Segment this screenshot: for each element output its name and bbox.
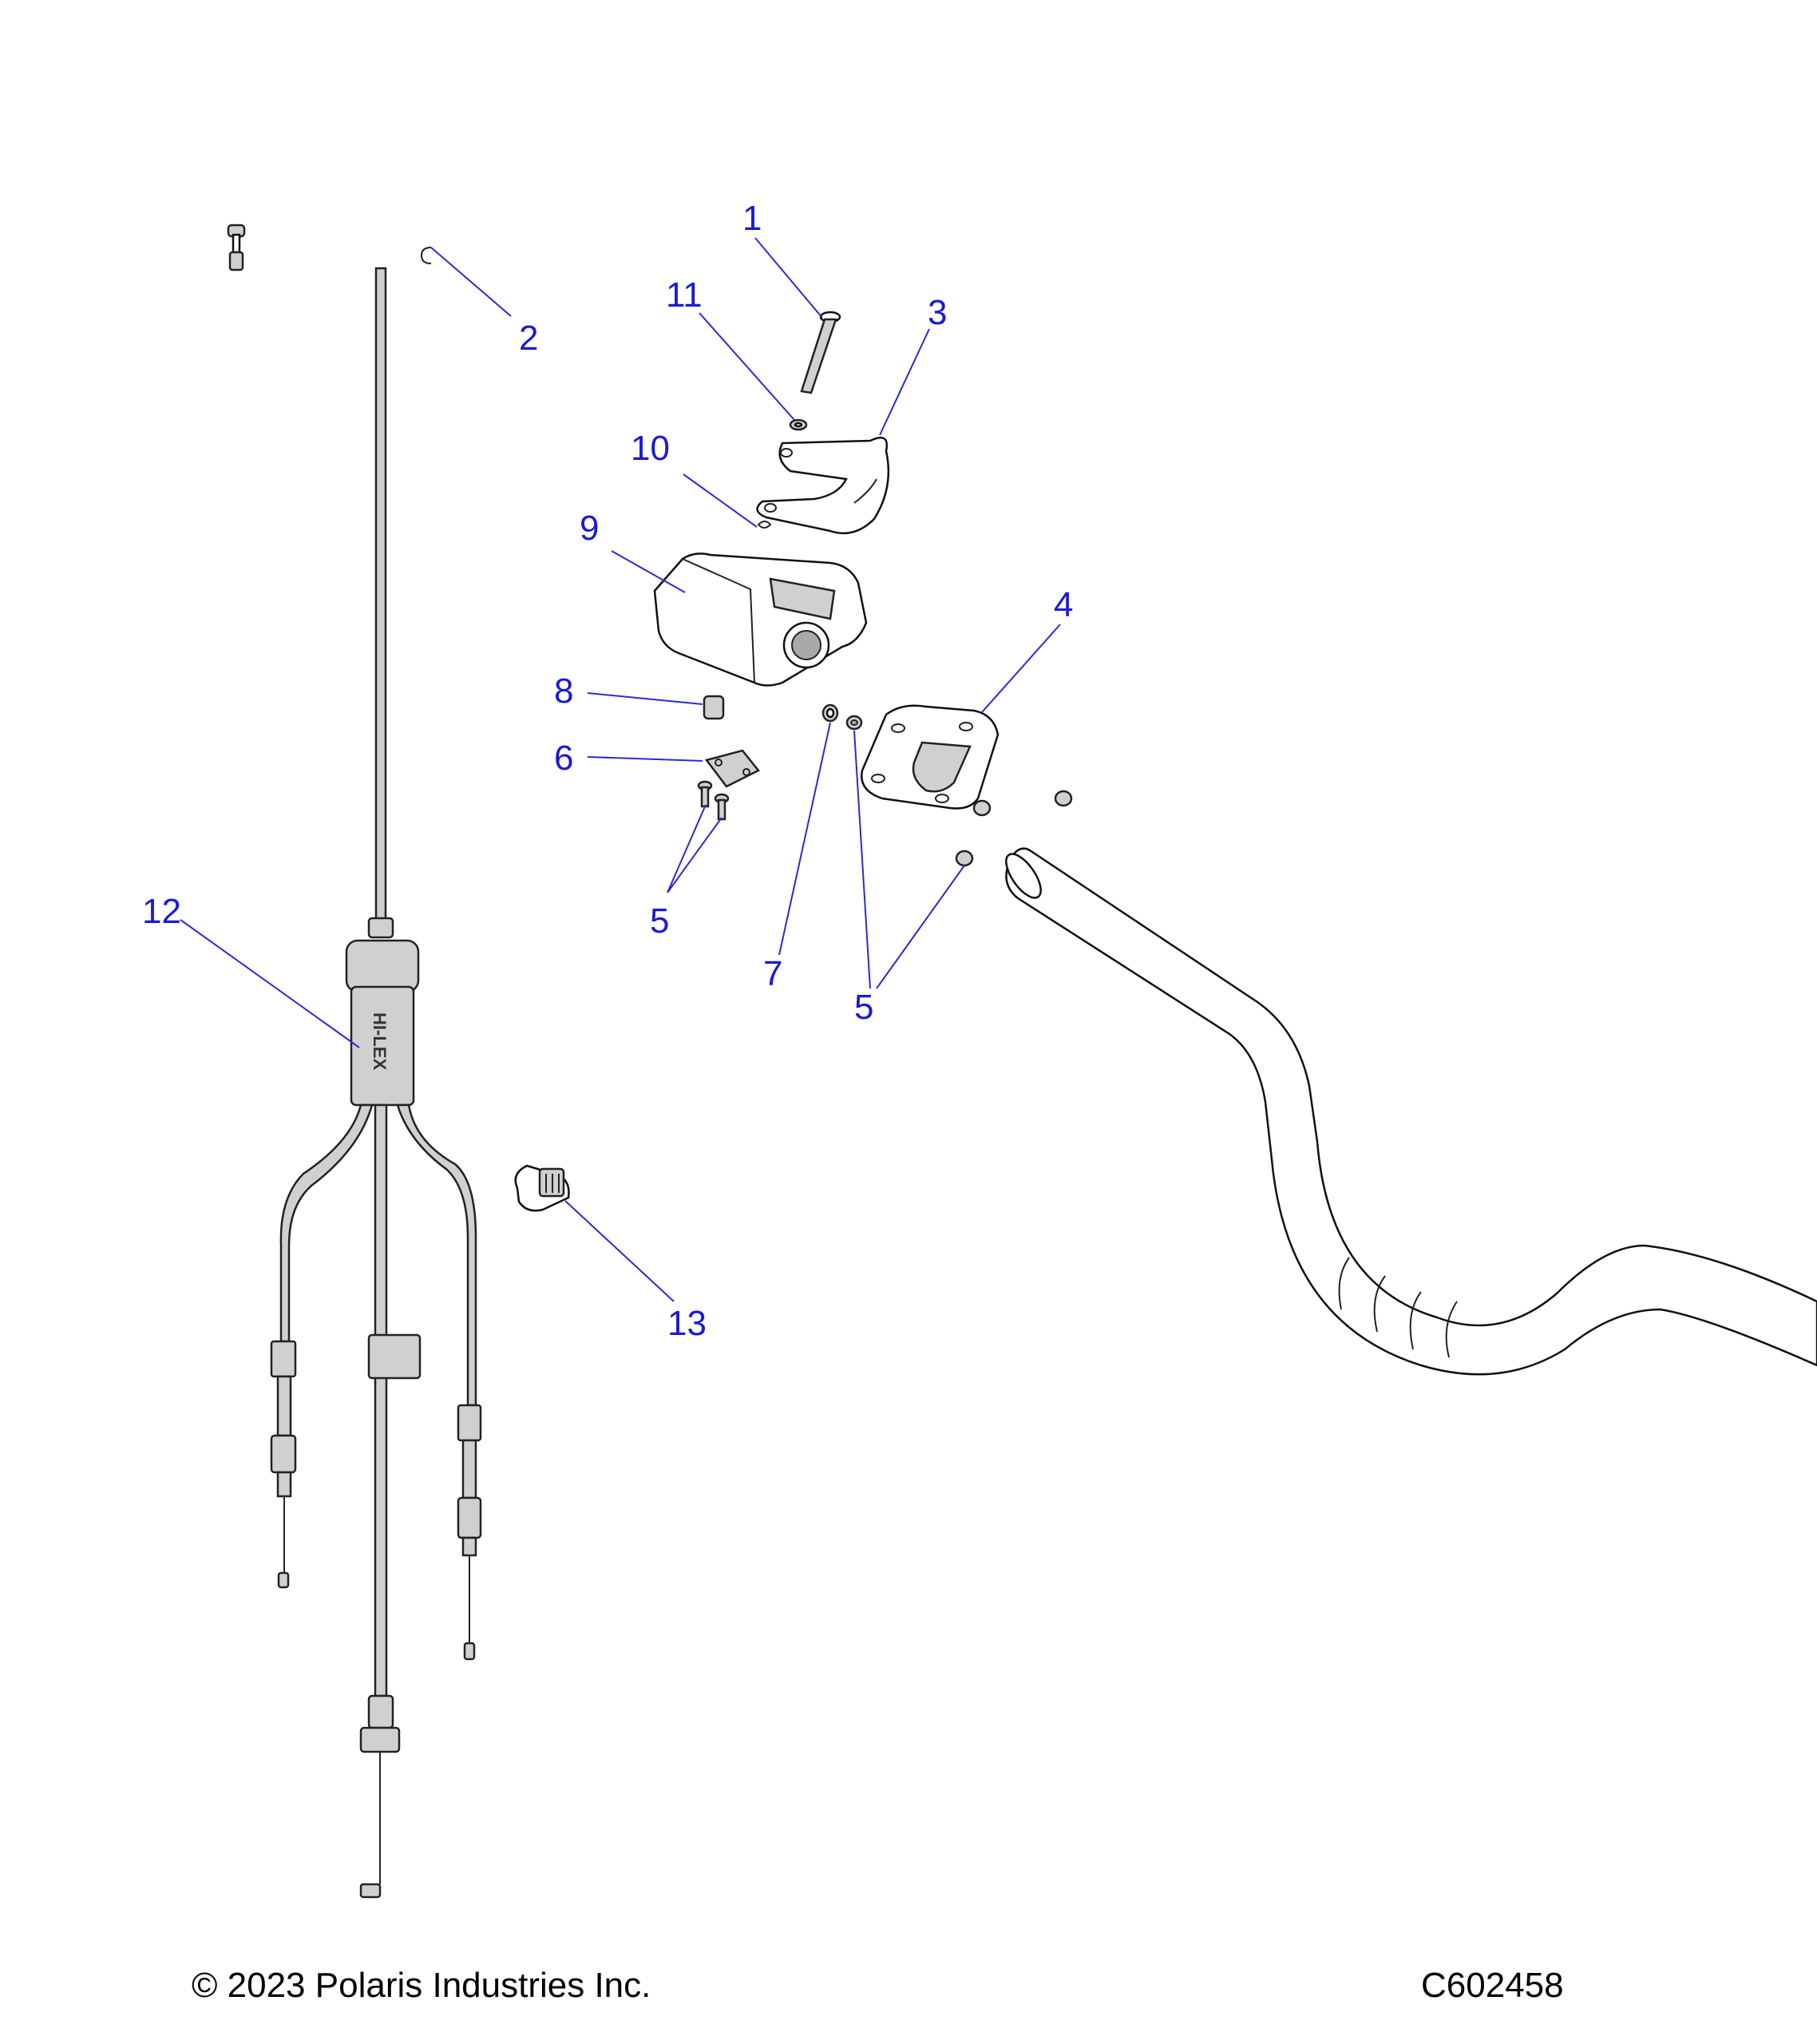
spacer: [703, 695, 725, 720]
screws-left: [697, 780, 730, 821]
drawing-number: C602458: [1421, 1966, 1564, 2005]
callout-4: 4: [1054, 585, 1073, 624]
callout-5-left: 5: [650, 901, 669, 941]
callout-12: 12: [142, 892, 181, 931]
callout-7: 7: [763, 954, 782, 993]
callout-8: 8: [554, 671, 573, 711]
callout-11: 11: [666, 275, 703, 315]
handlebar: [1005, 847, 1817, 1376]
callout-6: 6: [554, 739, 573, 778]
clamp-cover: [861, 704, 1000, 810]
throttle-cable-assembly: HI-LEX: [227, 224, 482, 1899]
washer: [789, 418, 808, 431]
cable-brand-label: HI-LEX: [370, 1012, 390, 1070]
pin: [800, 311, 841, 394]
callout-9: 9: [580, 509, 599, 548]
connector: [514, 1164, 570, 1212]
callout-10: 10: [631, 429, 670, 468]
callout-3: 3: [928, 293, 947, 332]
small-clip: [757, 521, 772, 529]
callout-13: 13: [667, 1304, 707, 1343]
callouts: 1 2 3 4 5 5 6 7 8 9 10 11 12 13: [142, 199, 1073, 1343]
o-ring: [821, 703, 839, 723]
screws-right: [955, 790, 1073, 867]
screw-center: [845, 715, 863, 731]
throttle-housing: [653, 553, 868, 687]
leader-lines: [180, 237, 1061, 1302]
copyright-notice: © 2023 Polaris Industries Inc.: [192, 1966, 651, 2005]
callout-2: 2: [519, 319, 538, 358]
callout-1: 1: [742, 199, 762, 238]
lever-bracket: [756, 436, 890, 535]
e-clip: [420, 247, 432, 264]
plate: [704, 749, 760, 788]
callout-5-right: 5: [854, 988, 873, 1027]
